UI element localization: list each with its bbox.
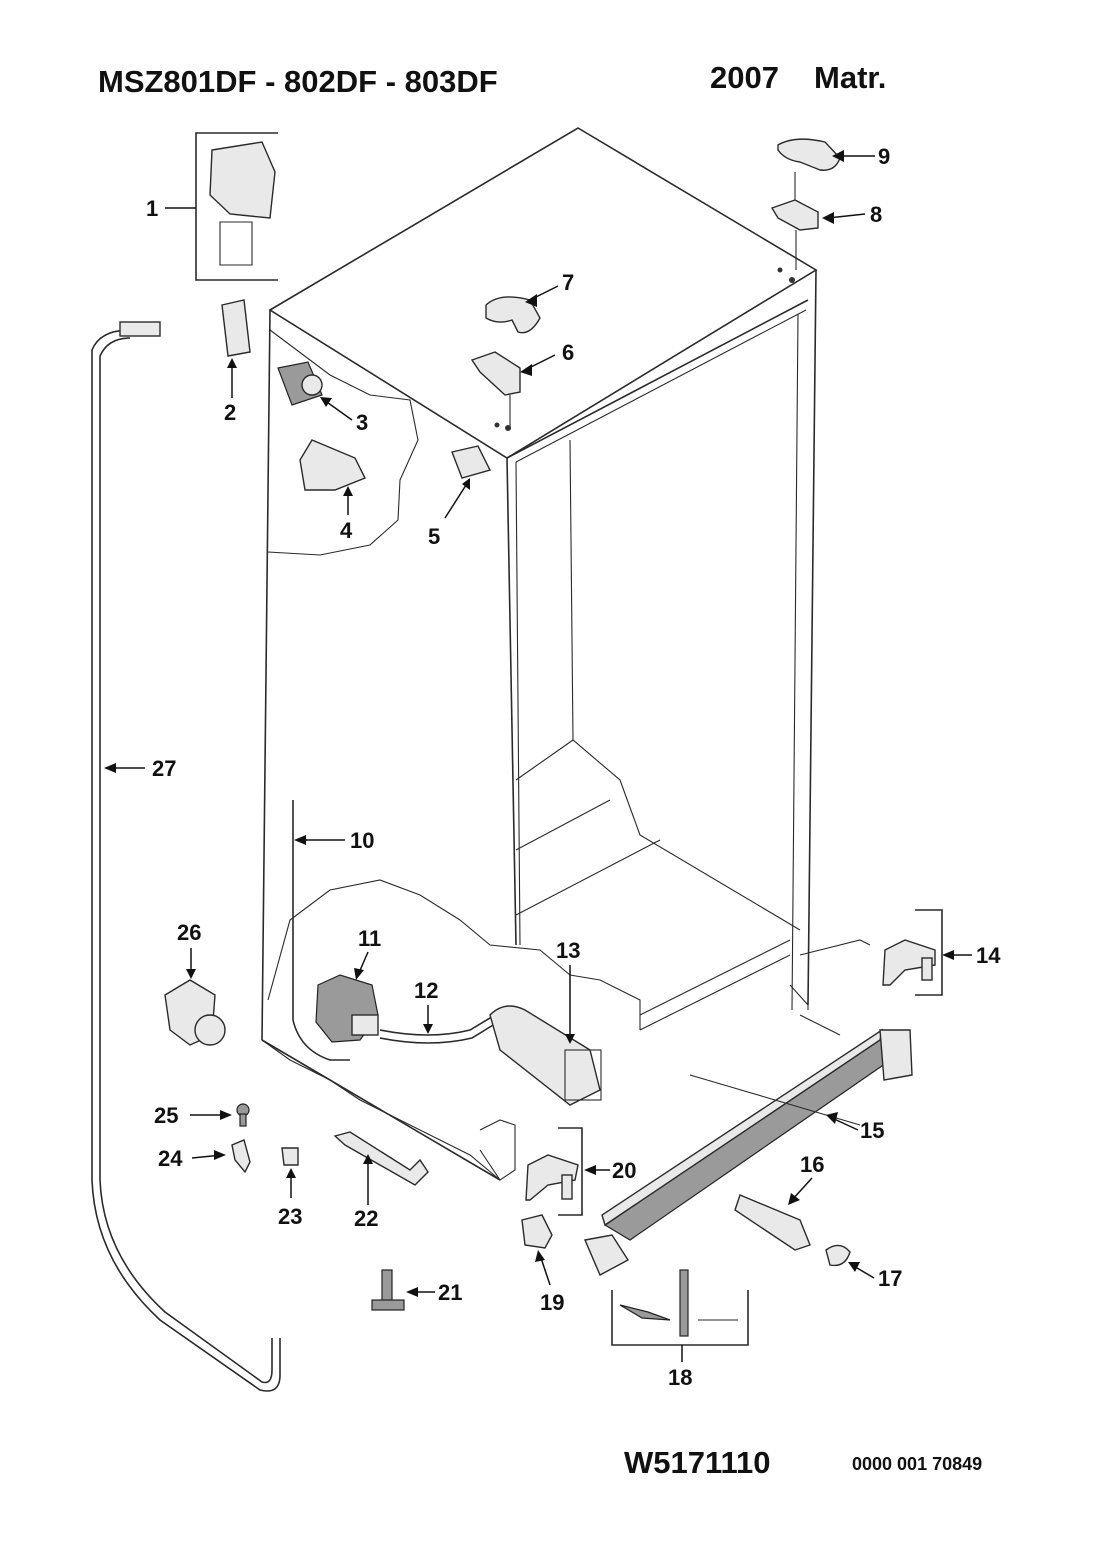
part-label-11: 11: [358, 926, 381, 951]
part-label-26: 26: [177, 920, 201, 945]
part-15-toe-grille: [584, 1014, 913, 1276]
part-label-9: 9: [878, 144, 890, 169]
part-label-12: 12: [414, 978, 438, 1003]
part-label-20: 20: [612, 1158, 636, 1183]
part-label-7: 7: [562, 270, 574, 295]
part-label-23: 23: [278, 1204, 302, 1229]
part-3-lamp-socket: [277, 361, 353, 421]
part-label-22: 22: [354, 1206, 378, 1231]
model-title: MSZ801DF - 802DF - 803DF: [98, 64, 498, 99]
part-label-10: 10: [350, 828, 374, 853]
part-10-tube: [292, 800, 350, 1061]
part-16-drain-tube: [734, 1177, 813, 1251]
cabinet-body: [261, 127, 871, 1181]
part-1-control-module: [165, 132, 278, 281]
part-23-cap: [281, 1147, 299, 1198]
part-18-kit: [611, 1269, 749, 1362]
part-label-19: 19: [540, 1290, 564, 1315]
part-13-fill-tube: [489, 965, 602, 1106]
footer-part-number: W5171110: [624, 1445, 771, 1480]
part-label-14: 14: [976, 943, 1001, 968]
part-8-hinge-pin: [770, 199, 866, 270]
part-label-25: 25: [154, 1103, 178, 1128]
part-12-hose: [379, 1005, 499, 1044]
part-21-leveling-leg: [371, 1269, 435, 1311]
part-4-bracket: [299, 439, 366, 515]
part-label-4: 4: [340, 518, 353, 543]
part-label-13: 13: [556, 938, 580, 963]
part-label-21: 21: [438, 1280, 462, 1305]
year-label: 2007: [710, 60, 779, 95]
part-label-5: 5: [428, 524, 440, 549]
part-22-drain-hose: [333, 1131, 429, 1205]
part-11-water-valve: [315, 951, 379, 1043]
part-2-cover: [221, 299, 251, 398]
part-6-hinge: [470, 351, 556, 430]
part-7-hinge-cover: [485, 285, 559, 334]
part-27-water-line: [91, 321, 281, 1392]
part-14-hinge-bracket: [882, 909, 972, 996]
part-17-clip: [825, 1244, 875, 1279]
footer-code: 0000 001 70849: [852, 1454, 983, 1474]
part-label-18: 18: [668, 1365, 692, 1390]
part-20-hinge-bracket: [479, 1119, 610, 1216]
part-label-3: 3: [356, 410, 368, 435]
part-label-16: 16: [800, 1152, 824, 1177]
part-26-roller: [164, 948, 226, 1046]
part-label-24: 24: [158, 1146, 183, 1171]
part-label-17: 17: [878, 1266, 902, 1291]
part-24-clip: [191, 1139, 251, 1174]
part-19-leveler-bracket: [521, 1214, 553, 1286]
part-25-screw: [190, 1103, 250, 1127]
part-label-8: 8: [870, 202, 882, 227]
part-label-6: 6: [562, 340, 574, 365]
part-9-hinge-cap: [777, 138, 875, 200]
part-label-27: 27: [152, 756, 176, 781]
part-label-15: 15: [860, 1118, 884, 1143]
matr-label: Matr.: [814, 60, 887, 95]
part-label-1: 1: [146, 196, 158, 221]
part-5-switch: [444, 445, 492, 519]
part-label-2: 2: [224, 400, 236, 425]
